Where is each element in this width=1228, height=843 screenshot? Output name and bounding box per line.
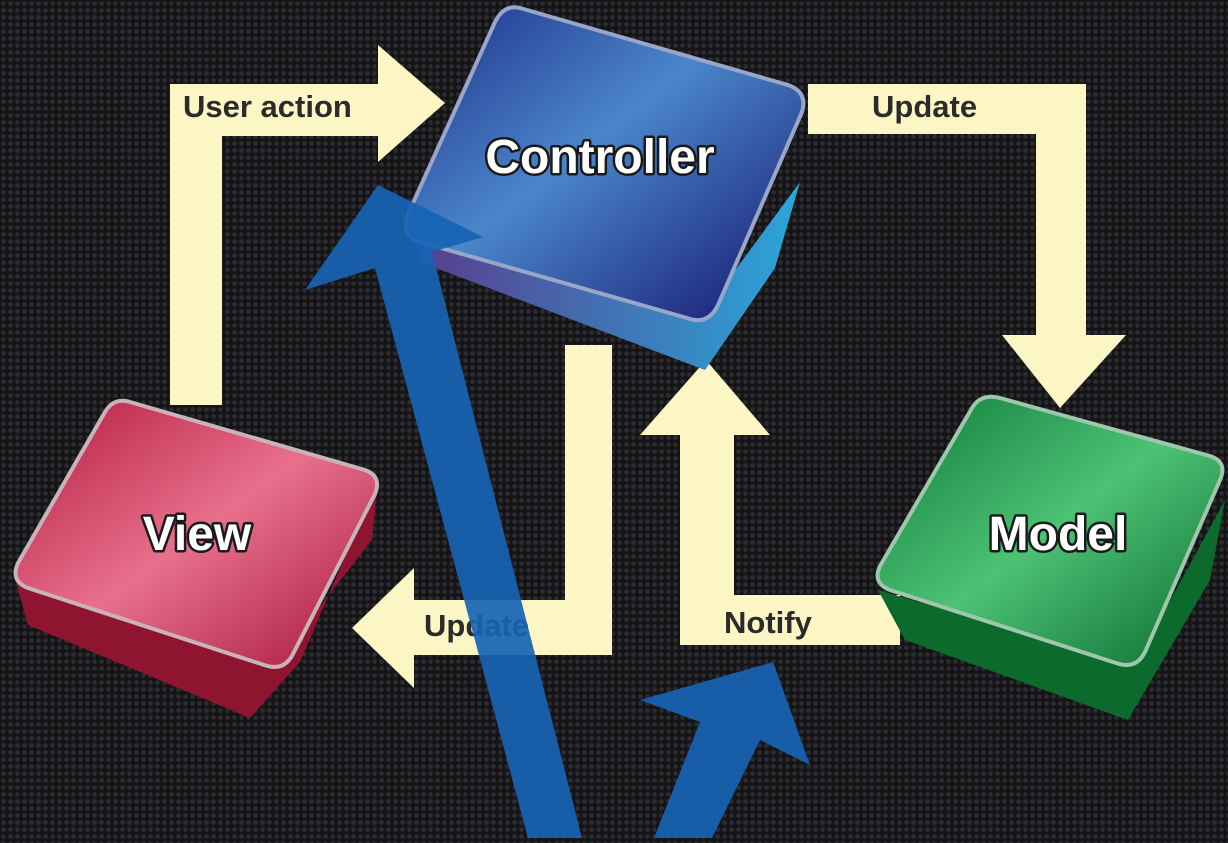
view-label: View xyxy=(143,508,252,561)
model-box-side xyxy=(878,500,1225,720)
user-action-label: User action xyxy=(183,89,352,124)
controller-node: Controller xyxy=(403,5,806,370)
overlay-arrow-left xyxy=(305,185,582,838)
update-model-arrow xyxy=(808,84,1126,408)
notify-arrow xyxy=(640,360,900,645)
model-box-top xyxy=(875,394,1225,667)
view-box-top xyxy=(13,398,379,669)
update-model-label: Update xyxy=(872,89,977,124)
controller-box-side xyxy=(405,182,800,370)
overlay-arrows xyxy=(305,185,810,838)
notify-label: Notify xyxy=(724,605,813,640)
controller-label: Controller xyxy=(485,131,714,184)
user-action-arrow xyxy=(170,45,445,405)
model-label: Model xyxy=(989,508,1128,561)
overlay-arrow-right xyxy=(640,662,810,838)
model-node: Model xyxy=(875,394,1225,720)
controller-box-top xyxy=(403,5,806,323)
flow-arrows xyxy=(170,45,1126,688)
update-view-arrow xyxy=(352,345,612,688)
view-node: View xyxy=(13,398,379,718)
